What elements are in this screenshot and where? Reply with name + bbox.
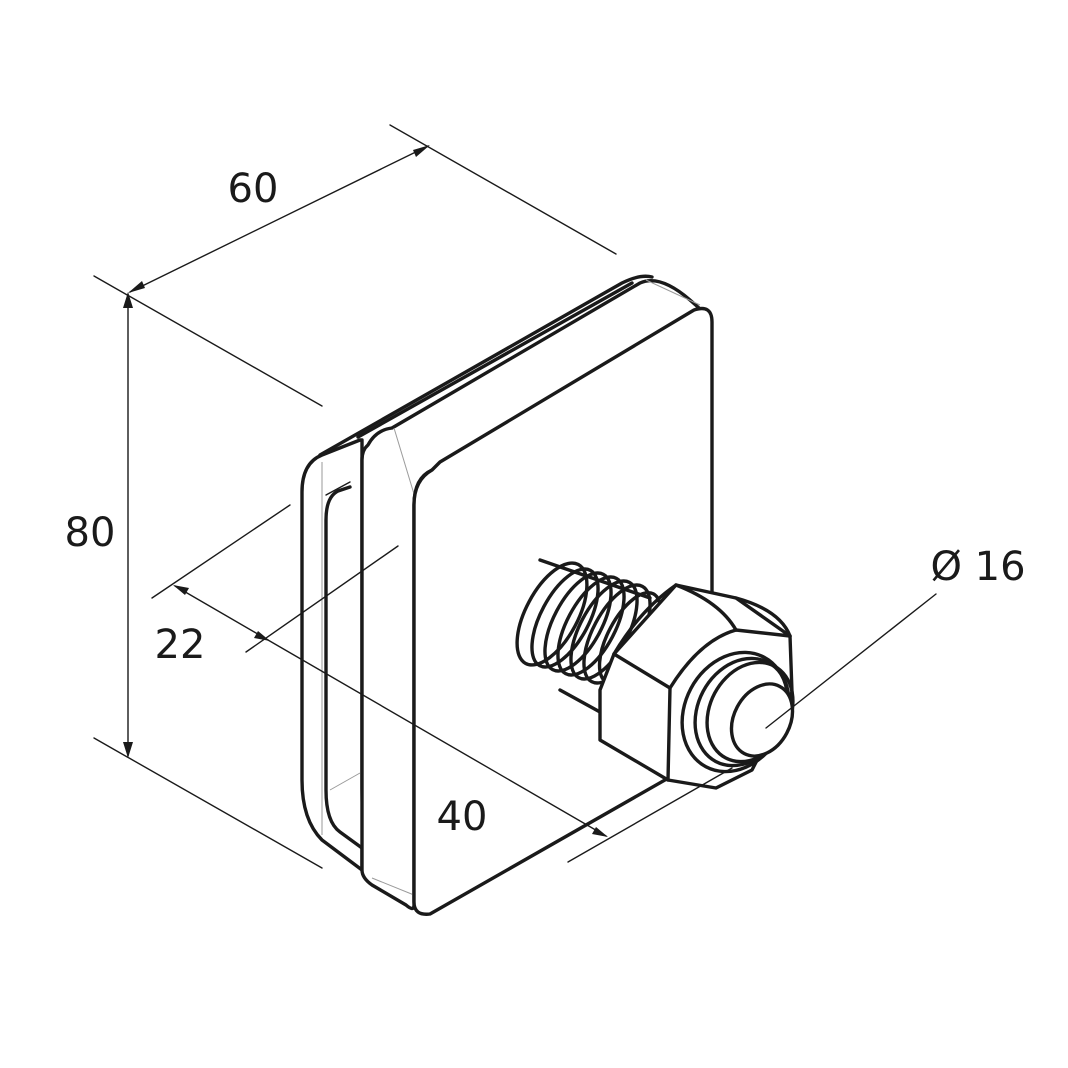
bracket-slot-inner-edge [325, 481, 351, 496]
dim-height-80: 80 [65, 292, 323, 869]
dim-label-diameter: Ø 16 [930, 544, 1025, 590]
dim-width-60: 60 [93, 124, 617, 407]
dim-slot-22: 22 [151, 504, 399, 668]
dim-label-width: 60 [228, 166, 279, 212]
dim-label-slot: 22 [155, 622, 206, 668]
plate-hair-bottom [371, 877, 415, 896]
plate-hair-top [393, 427, 415, 495]
dim-label-height: 80 [65, 510, 116, 556]
dim-label-depth: 40 [437, 794, 488, 840]
dim-depth-40: 40 [267, 639, 733, 863]
bracket-hair-2 [329, 772, 361, 791]
dimensions: 60 80 22 40 Ø 16 [65, 124, 1026, 869]
bracket-top-edge [318, 274, 654, 457]
plate-hair-top-2 [645, 279, 701, 306]
bracket-top-edge-2 [356, 281, 634, 439]
stud-end [680, 650, 795, 774]
clamp-part [300, 274, 795, 916]
dim-diameter-16: Ø 16 [765, 544, 1026, 729]
